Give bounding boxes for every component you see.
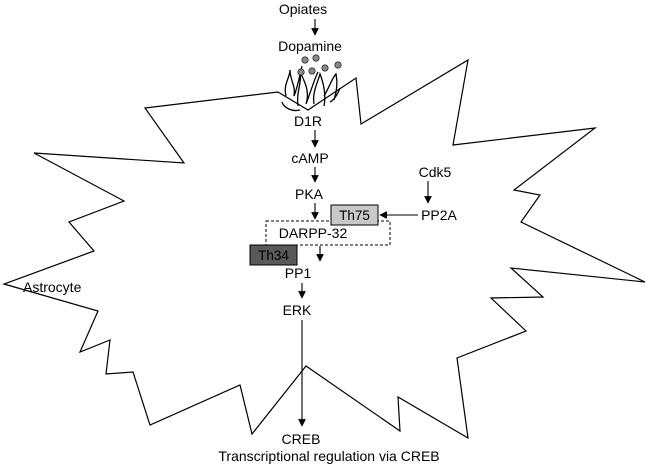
- label-creb: CREB: [282, 431, 321, 447]
- pathway-arrows: [298, 19, 432, 427]
- label-dopamine: Dopamine: [278, 38, 342, 54]
- label-astrocyte: Astrocyte: [23, 279, 82, 295]
- astrocyte-cell-outline: [2, 58, 646, 440]
- label-th75: Th75: [339, 208, 370, 223]
- label-pp2a: PP2A: [421, 207, 457, 223]
- label-darpp32: DARPP-32: [279, 225, 348, 241]
- label-opiates: Opiates: [279, 1, 327, 17]
- th34-box: [249, 244, 298, 266]
- label-erk: ERK: [283, 302, 312, 318]
- label-camp: cAMP: [291, 150, 328, 166]
- dopamine-dot: [308, 67, 316, 75]
- label-pka: PKA: [295, 186, 324, 202]
- dopamine-dot: [301, 56, 309, 64]
- dopamine-dot: [297, 68, 305, 76]
- label-th34: Th34: [258, 248, 289, 263]
- label-d1r: D1R: [294, 113, 322, 129]
- label-transcription: Transcriptional regulation via CREB: [218, 448, 439, 464]
- dopamine-dot: [321, 64, 329, 72]
- dopamine-dot: [334, 61, 342, 69]
- label-pp1: PP1: [285, 265, 312, 281]
- d1r-receptor-icon: [281, 65, 341, 112]
- label-cdk5: Cdk5: [419, 164, 452, 180]
- darpp32-box: [265, 220, 391, 246]
- dopamine-dot: [312, 54, 320, 62]
- th75-box: [330, 204, 379, 226]
- dopamine-molecules-icon: [297, 54, 342, 76]
